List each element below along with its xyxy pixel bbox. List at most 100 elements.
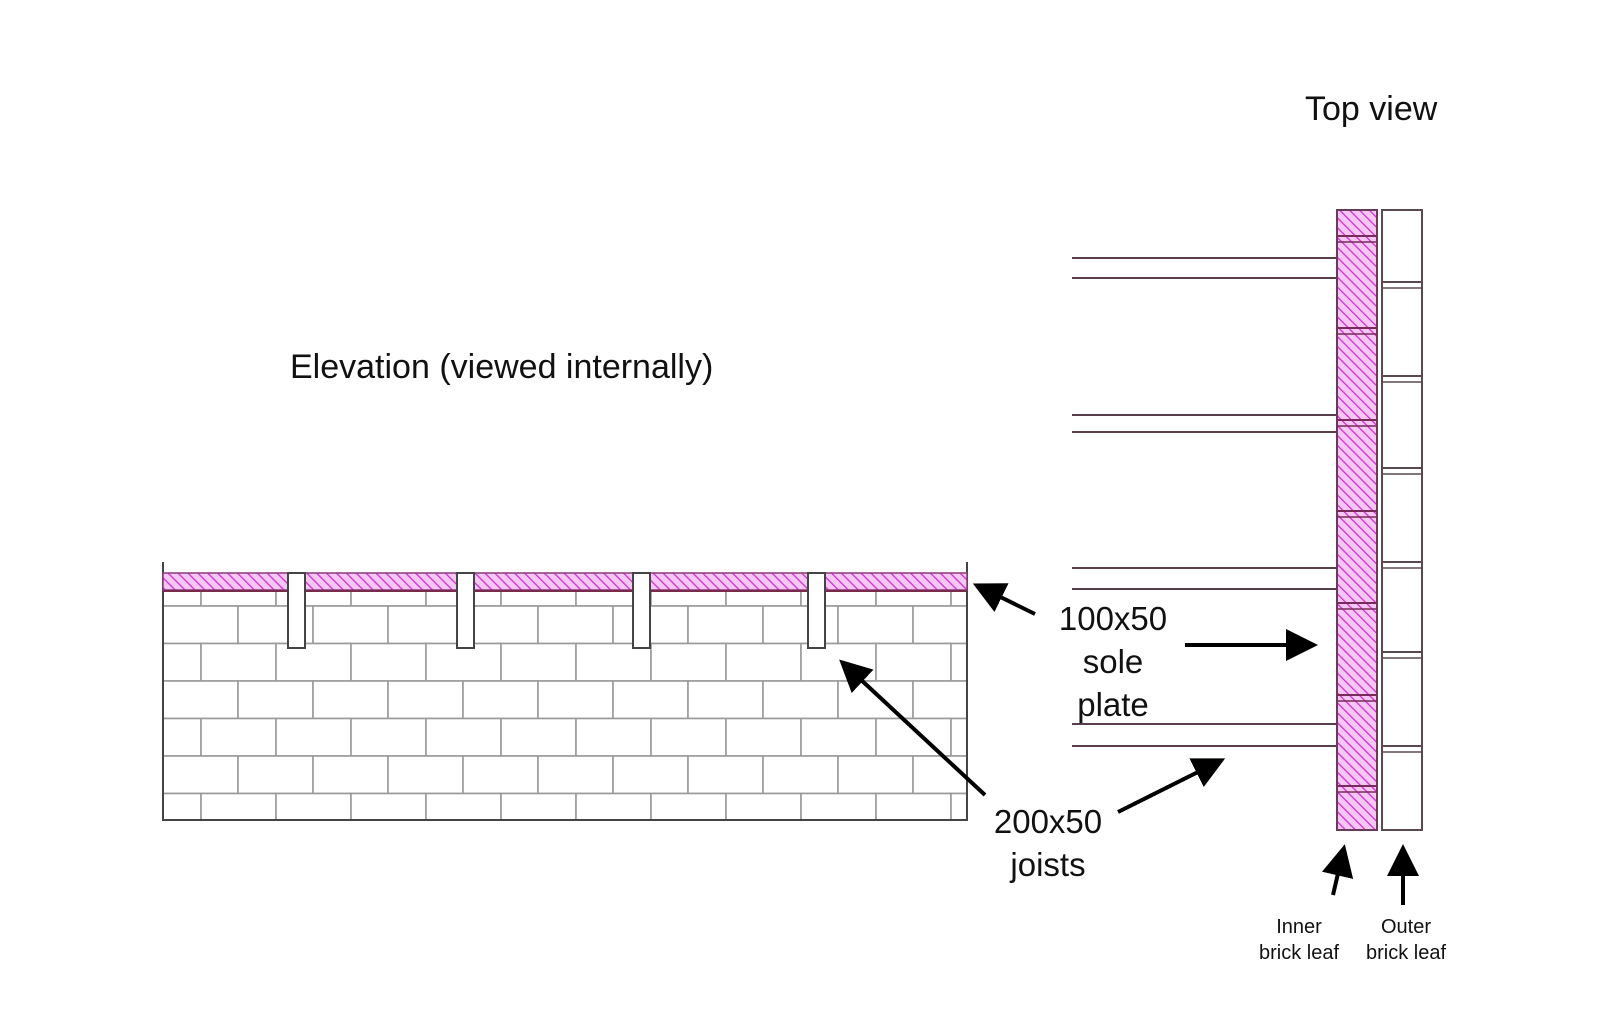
brick: [687, 680, 764, 720]
brick: [575, 792, 652, 821]
brick: [950, 642, 968, 682]
brick: [800, 792, 877, 821]
brick: [537, 755, 614, 795]
brick: [462, 755, 539, 795]
brick: [875, 642, 952, 682]
elevation-title: Elevation (viewed internally): [290, 348, 713, 386]
brick: [800, 642, 877, 682]
elevation-brick-courses: [162, 589, 968, 821]
brick: [650, 717, 727, 757]
joist-end: [287, 572, 306, 649]
brick: [725, 642, 802, 682]
joists-arrow-elevation: [839, 659, 987, 797]
joists-arrow-topview: [1117, 758, 1226, 814]
brick: [275, 792, 352, 821]
brick: [312, 755, 389, 795]
joist-end: [632, 572, 651, 649]
brick: [237, 680, 314, 720]
brick: [162, 717, 202, 757]
brick: [950, 717, 968, 757]
top-view-title: Top view: [1305, 90, 1438, 128]
brick: [275, 717, 352, 757]
brick: [387, 755, 464, 795]
brick: [275, 642, 352, 682]
brick: [200, 717, 277, 757]
brick: [350, 792, 427, 821]
inner-leaf-label-line2: brick leaf: [1259, 942, 1339, 964]
outer-leaf-label-line1: Outer: [1381, 916, 1431, 938]
elevation-joist-ends: [287, 572, 826, 649]
brick: [350, 717, 427, 757]
brick: [537, 605, 614, 645]
brick: [462, 605, 539, 645]
outer-brick-leaf: [1381, 209, 1423, 831]
brick: [912, 755, 968, 795]
inner-leaf-label-line1: Inner: [1276, 916, 1322, 938]
joists-callout: 200x50 joists: [839, 659, 1226, 883]
inner-leaf-arrow: [1321, 844, 1354, 896]
top-view-joists: [1072, 257, 1337, 747]
inner-leaf-joints: [1337, 235, 1377, 793]
brick: [800, 717, 877, 757]
brick: [537, 680, 614, 720]
brick: [500, 589, 577, 607]
brick: [762, 680, 839, 720]
brick: [950, 792, 968, 821]
sole-plate-label-line3: plate: [1077, 686, 1149, 723]
brick: [762, 755, 839, 795]
sole-plate-callout: 100x50 sole plate: [972, 583, 1318, 723]
brick: [162, 642, 202, 682]
brick: [837, 755, 914, 795]
brick: [650, 792, 727, 821]
brick: [312, 605, 389, 645]
brick: [650, 642, 727, 682]
brick: [387, 680, 464, 720]
brick: [425, 717, 502, 757]
brick: [912, 680, 968, 720]
brick: [350, 589, 427, 607]
brick: [687, 755, 764, 795]
brick: [687, 605, 764, 645]
top-view: [1072, 209, 1423, 831]
inner-brick-leaf-plate: [1336, 209, 1378, 831]
sole-plate-label-line2: sole: [1083, 643, 1144, 680]
brick: [162, 755, 239, 795]
brick: [612, 680, 689, 720]
brick: [162, 605, 239, 645]
brick: [500, 642, 577, 682]
brick: [500, 792, 577, 821]
brick: [575, 717, 652, 757]
brick: [200, 792, 277, 821]
brick: [200, 589, 277, 607]
brick: [725, 792, 802, 821]
brick: [462, 680, 539, 720]
brick: [237, 755, 314, 795]
elevation-view: [162, 562, 968, 821]
brick: [162, 589, 202, 607]
brick: [312, 680, 389, 720]
brick: [612, 755, 689, 795]
leaf-callouts: Inner brick leaf Outer brick leaf: [1259, 844, 1446, 964]
sole-plate-arrow-elevation: [972, 583, 1036, 616]
brick: [425, 642, 502, 682]
brick: [875, 792, 952, 821]
brick: [350, 642, 427, 682]
brick: [387, 605, 464, 645]
brick: [875, 589, 952, 607]
brick: [837, 605, 914, 645]
brick: [500, 717, 577, 757]
brick: [725, 717, 802, 757]
brick: [762, 605, 839, 645]
brick: [162, 792, 202, 821]
elevation-sole-plate: [162, 572, 968, 591]
brick: [162, 680, 239, 720]
joists-label-line2: joists: [1009, 846, 1085, 883]
brick: [950, 589, 968, 607]
outer-leaf-joints: [1382, 281, 1422, 753]
joists-label-line1: 200x50: [994, 803, 1102, 840]
joist-end: [807, 572, 826, 649]
brick: [575, 642, 652, 682]
brick: [650, 589, 727, 607]
brick: [200, 642, 277, 682]
